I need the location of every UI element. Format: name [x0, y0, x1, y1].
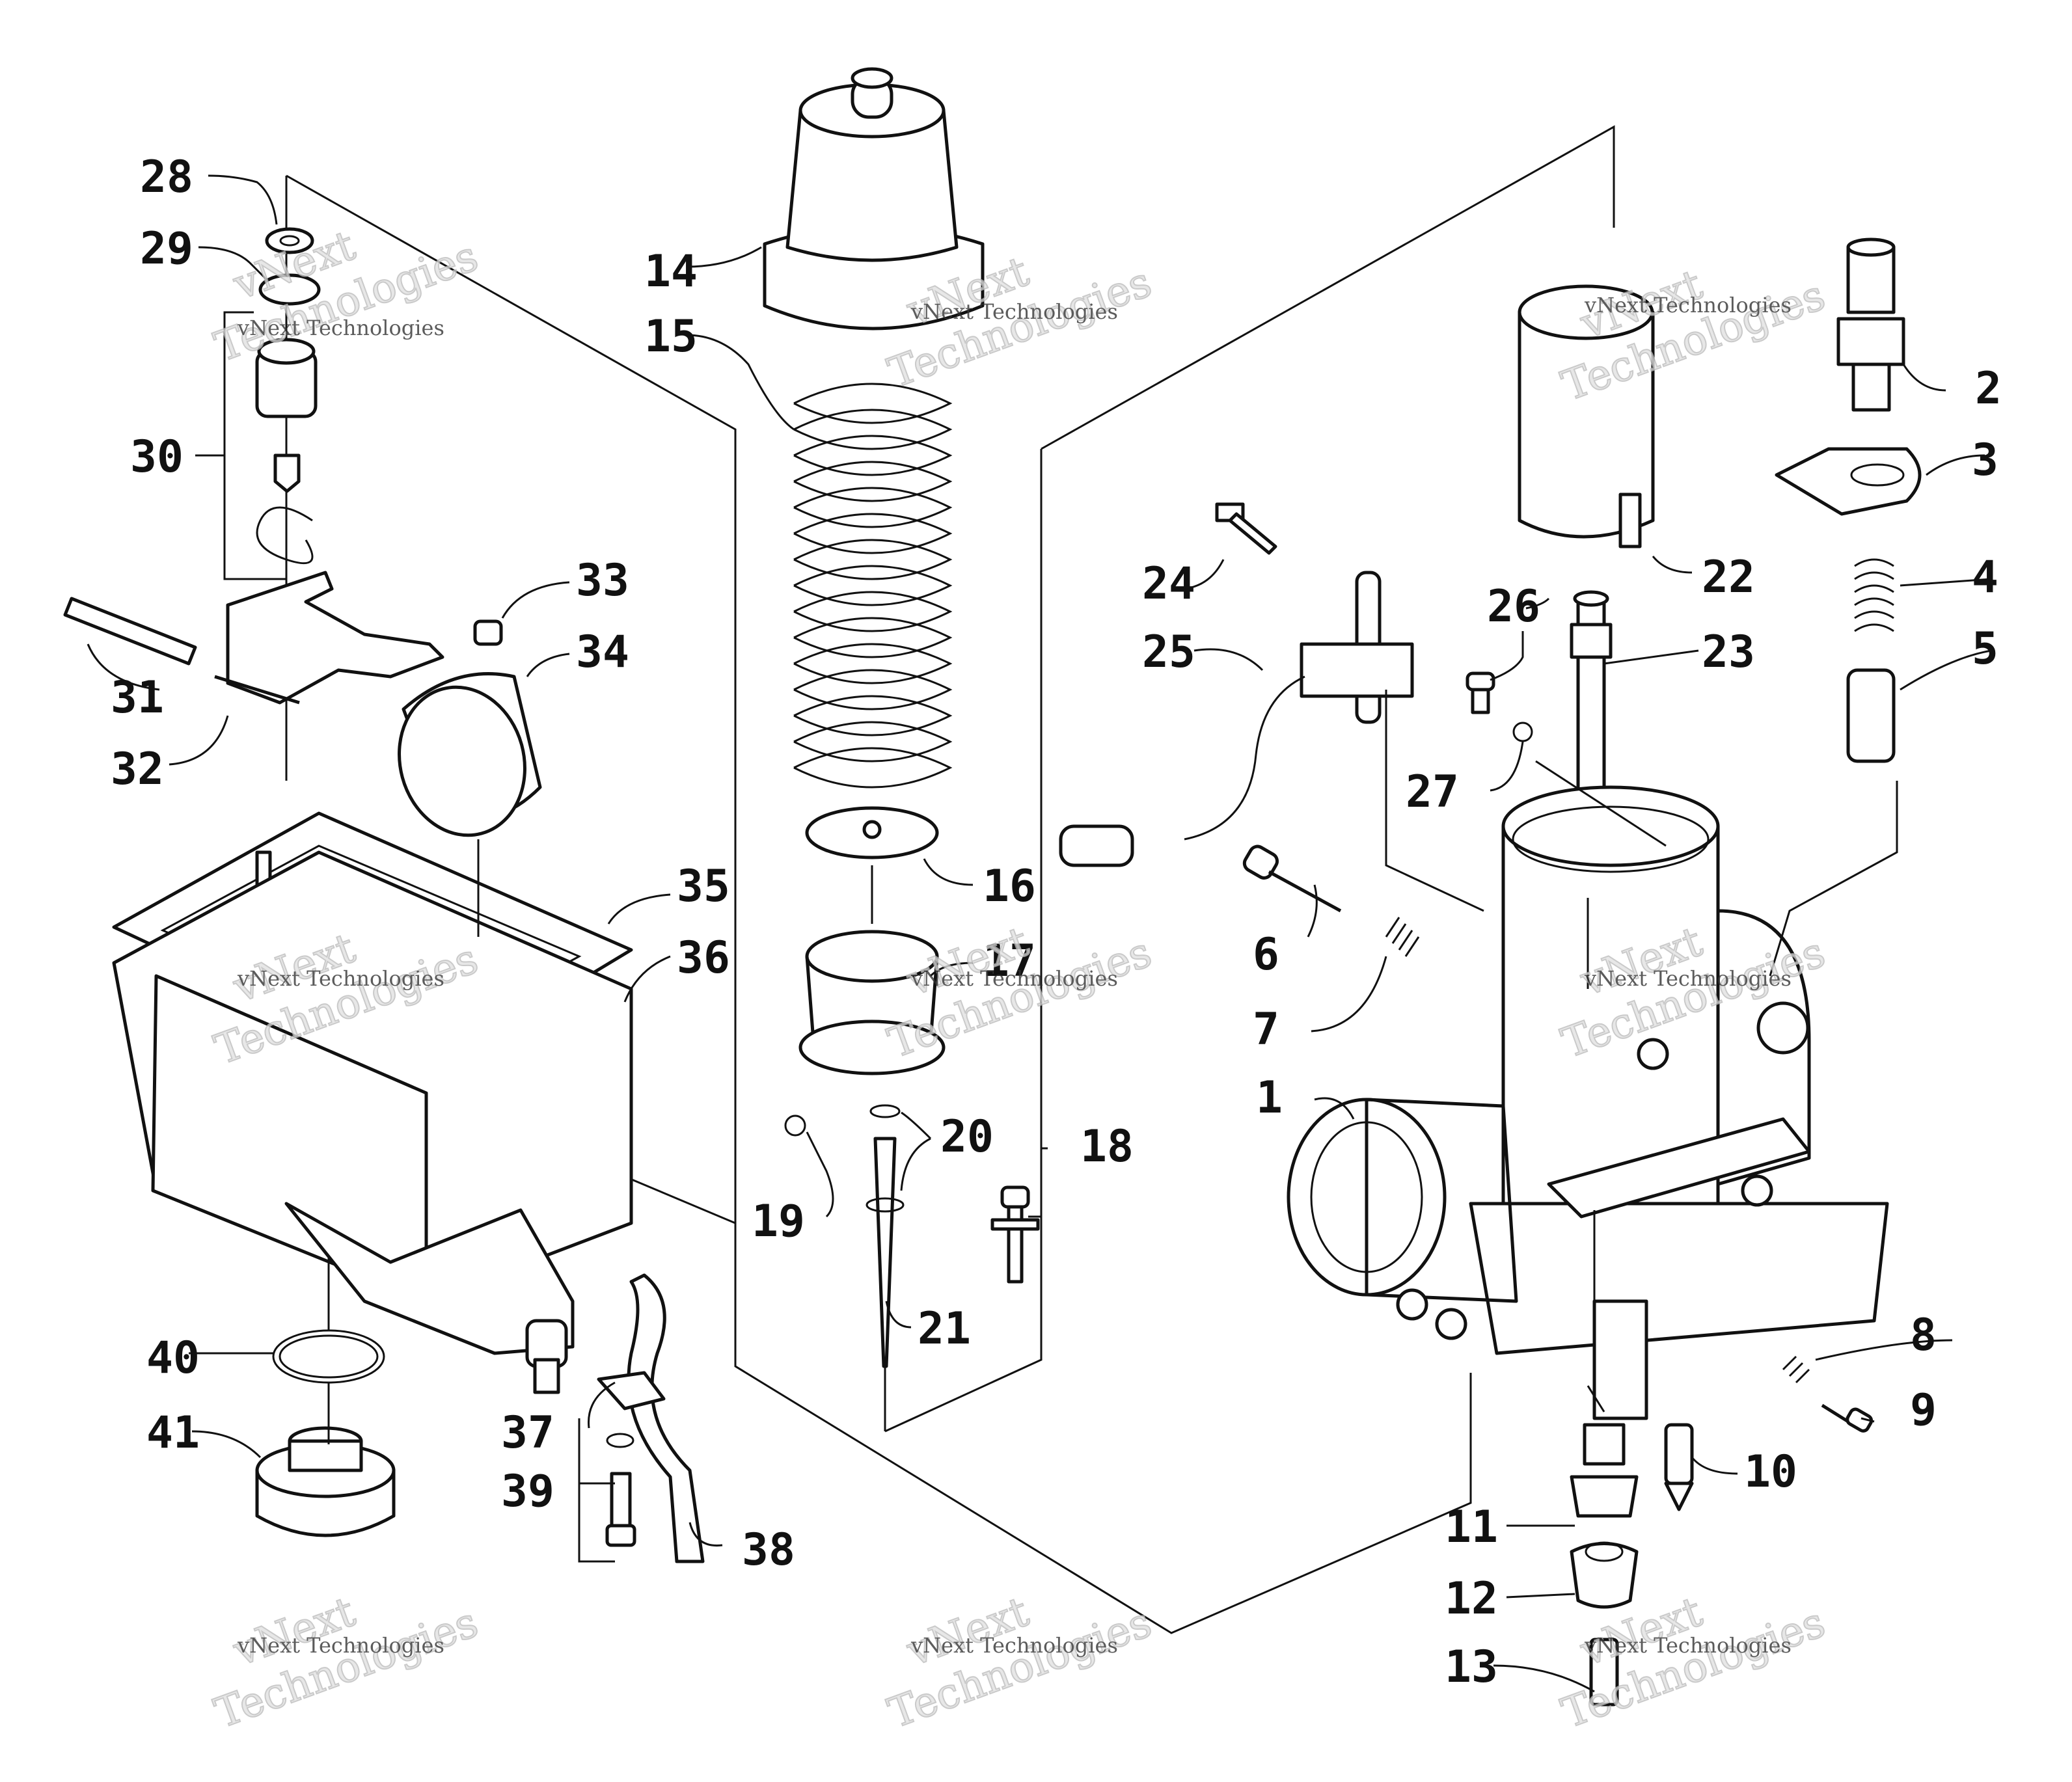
part-19-21-needle: [784, 1104, 905, 1368]
callout-31: 31: [111, 672, 164, 723]
part-24-25-sensor: [1059, 502, 1414, 867]
part-33-34-float: [398, 619, 542, 837]
callout-20: 20: [940, 1111, 994, 1163]
callout-27: 27: [1406, 766, 1459, 818]
part-37-39-drain: [597, 1273, 705, 1563]
callout-26: 26: [1487, 581, 1540, 632]
watermark-top-left: Technologies vNext: [208, 221, 485, 372]
callout-19: 19: [752, 1196, 805, 1247]
part-16-plate: [805, 806, 939, 859]
callout-23: 23: [1702, 627, 1755, 678]
callout-33: 33: [576, 555, 629, 606]
callout-22: 22: [1702, 552, 1755, 603]
part-6-7-screw-spring: [1242, 844, 1420, 957]
callout-39: 39: [501, 1466, 554, 1517]
callout-41: 41: [146, 1407, 200, 1459]
part-14-cap: [763, 67, 985, 331]
callout-38: 38: [742, 1524, 795, 1576]
part-23-jet-holder: [1570, 590, 1613, 809]
callout-5: 5: [1972, 623, 1998, 675]
callout-15: 15: [644, 311, 698, 362]
callout-21: 21: [918, 1303, 971, 1355]
part-28-30-float-valve: [255, 227, 321, 565]
callout-24: 24: [1142, 558, 1195, 610]
watermark-small-text: vNext Technologies: [237, 316, 444, 340]
part-15-spring: [793, 383, 953, 789]
callout-13: 13: [1445, 1641, 1498, 1693]
part-26-27-screw: [1465, 671, 1533, 742]
watermark-small-text: vNext Technologies: [910, 299, 1118, 324]
callout-29: 29: [140, 223, 193, 275]
callout-1: 1: [1256, 1072, 1283, 1124]
part-10-13-jets: [1570, 1423, 1694, 1707]
callout-12: 12: [1445, 1573, 1498, 1625]
part-31-32-float-lever: [63, 571, 444, 705]
part-18-screw: [990, 1185, 1040, 1284]
part-35-36-float-bowl: [112, 811, 633, 1394]
part-2-5-fittings: [1775, 237, 1922, 763]
callout-35: 35: [677, 861, 730, 912]
watermark-small-text: vNext Technologies: [237, 1633, 444, 1658]
part-40-41-drain-plug: [255, 1329, 396, 1537]
callout-2: 2: [1975, 363, 2002, 414]
callout-32: 32: [111, 744, 164, 795]
watermark-small-text: vNext Technologies: [1584, 293, 1792, 317]
callout-4: 4: [1972, 552, 1998, 603]
callout-25: 25: [1142, 627, 1195, 678]
callout-30: 30: [130, 431, 184, 483]
part-17-holder: [798, 930, 946, 1075]
watermark-small-text: vNext Technologies: [910, 966, 1118, 991]
callout-17: 17: [983, 936, 1036, 987]
watermark-small-text: vNext Technologies: [237, 966, 444, 991]
watermark-small-text: vNext Technologies: [1584, 966, 1792, 991]
callout-10: 10: [1744, 1446, 1797, 1498]
part-8-9-idle-screw: [1782, 1355, 1874, 1433]
callout-34: 34: [576, 627, 629, 678]
watermark-small-text: vNext Technologies: [1584, 1633, 1792, 1658]
callout-11: 11: [1445, 1502, 1498, 1553]
callout-labels: 1 2 3 4 5 6 7 8 9 10 11 12 13 14 15 16 1…: [111, 152, 2002, 1693]
callout-40: 40: [146, 1332, 200, 1384]
callout-18: 18: [1080, 1121, 1134, 1172]
callout-14: 14: [644, 246, 698, 297]
callout-3: 3: [1972, 435, 1998, 486]
callout-7: 7: [1253, 1004, 1279, 1055]
callout-8: 8: [1910, 1310, 1937, 1361]
callout-6: 6: [1253, 929, 1279, 980]
callout-28: 28: [140, 152, 193, 203]
part-1-carburetor-body: [1287, 785, 1889, 1420]
callout-37: 37: [501, 1407, 554, 1459]
leader-lines: [87, 174, 1992, 1693]
callout-36: 36: [677, 932, 730, 984]
watermark-small-text: vNext Technologies: [910, 1633, 1118, 1658]
part-22-slide: [1518, 284, 1655, 548]
callout-16: 16: [983, 861, 1036, 912]
callout-9: 9: [1910, 1384, 1937, 1436]
